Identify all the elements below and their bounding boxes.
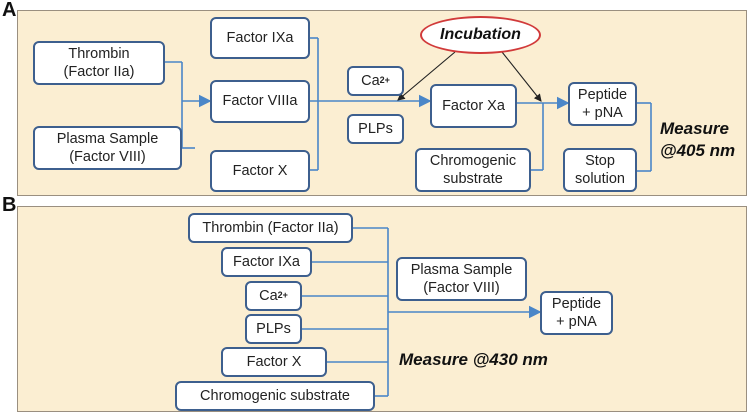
a-peptide-box: Peptide + pNA bbox=[568, 82, 637, 126]
a-calcium-charge: 2+ bbox=[379, 75, 390, 86]
a-factor-viiia-box: Factor VIIIa bbox=[210, 80, 310, 123]
a-calcium-label: Ca bbox=[361, 72, 380, 89]
a-factor-x-box: Factor X bbox=[210, 150, 310, 192]
b-measure-label: Measure @430 nm bbox=[399, 350, 548, 369]
b-chromogenic-box: Chromogenic substrate bbox=[175, 381, 375, 411]
panel-b-label: B bbox=[2, 194, 17, 216]
panel-a-label: A bbox=[2, 0, 17, 21]
a-stop-solution-box: Stop solution bbox=[563, 148, 637, 192]
b-calcium-label: Ca bbox=[259, 287, 278, 304]
a-factor-ixa-box: Factor IXa bbox=[210, 17, 310, 59]
b-plps-box: PLPs bbox=[245, 314, 302, 344]
b-calcium-charge: 2+ bbox=[277, 290, 288, 301]
panel-b bbox=[17, 206, 747, 412]
a-measure-label: Measure @405 nm bbox=[660, 118, 735, 162]
a-plasma-sample-box: Plasma Sample (Factor VIII) bbox=[33, 126, 182, 170]
a-measure-line1: Measure bbox=[660, 119, 729, 138]
incubation-oval: Incubation bbox=[420, 16, 541, 54]
b-factor-ixa-box: Factor IXa bbox=[221, 247, 312, 277]
a-factor-xa-box: Factor Xa bbox=[430, 84, 517, 128]
a-plps-box: PLPs bbox=[347, 114, 404, 144]
a-thrombin-box: Thrombin (Factor IIa) bbox=[33, 41, 165, 85]
b-factor-x-box: Factor X bbox=[221, 347, 327, 377]
b-plasma-sample-box: Plasma Sample (Factor VIII) bbox=[396, 257, 527, 301]
a-measure-line2: @405 nm bbox=[660, 141, 736, 160]
b-thrombin-box: Thrombin (Factor IIa) bbox=[188, 213, 353, 243]
b-peptide-box: Peptide + pNA bbox=[540, 291, 613, 335]
a-chromogenic-box: Chromogenic substrate bbox=[415, 148, 531, 192]
